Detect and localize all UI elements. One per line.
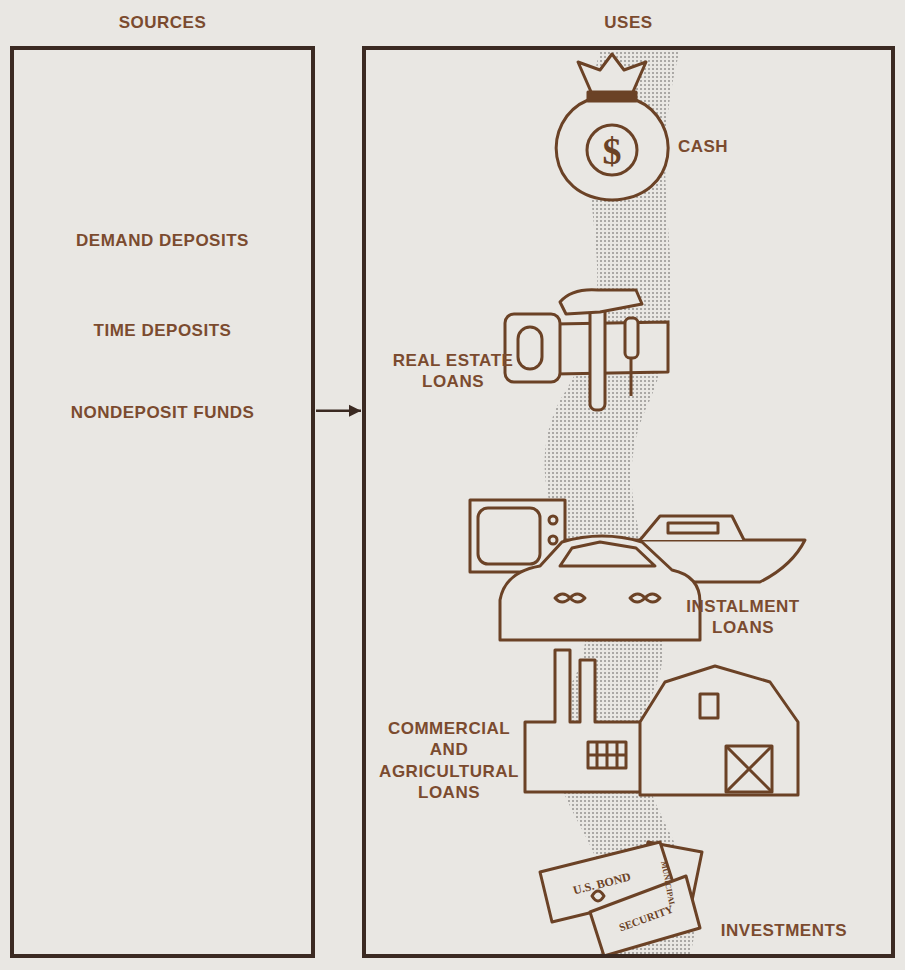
bag-top [578, 54, 646, 94]
barn [640, 666, 798, 795]
tv-screen [478, 508, 540, 564]
barn-door [726, 746, 772, 792]
uses-box: USESCASHREAL ESTATE LOANSINSTALMENT LOAN… [362, 46, 895, 958]
saw-hole [518, 327, 542, 369]
boat-cabin [640, 516, 744, 540]
use-item: COMMERCIAL AND AGRICULTURAL LOANS [374, 718, 524, 803]
barn-loft [700, 694, 718, 718]
tools [505, 290, 668, 410]
barn-door-cross [726, 746, 772, 792]
bag-body [556, 100, 668, 200]
hammer-head [560, 290, 642, 314]
car-wheel [555, 594, 585, 602]
arrow-line [316, 410, 361, 413]
factory [525, 650, 650, 792]
buildings [525, 650, 798, 795]
illustration-label: MUNICIPAL [659, 860, 677, 907]
factory-window [588, 742, 626, 768]
illustration-label: $ [603, 129, 622, 173]
box-heading: SOURCES [14, 12, 311, 33]
saw-blade [555, 322, 668, 374]
saw-handle [505, 314, 560, 382]
securities [540, 842, 702, 956]
source-item: NONDEPOSIT FUNDS [14, 402, 311, 423]
source-item: DEMAND DEPOSITS [14, 230, 311, 251]
use-item: INVESTMENTS [684, 920, 884, 941]
use-item: CASH [648, 136, 758, 157]
arrow-head [349, 405, 361, 417]
window-grid [588, 742, 626, 768]
tv-knob [549, 516, 557, 524]
bag-tie [588, 92, 636, 101]
screwdriver-shaft [630, 358, 633, 396]
car-window [560, 542, 655, 566]
tv-knob [549, 536, 557, 544]
source-item: TIME DEPOSITS [14, 320, 311, 341]
stipple-band [545, 50, 696, 955]
box-heading: USES [366, 12, 891, 33]
sources-box: SOURCESDEMAND DEPOSITSTIME DEPOSITSNONDE… [10, 46, 315, 958]
use-item: INSTALMENT LOANS [678, 596, 808, 639]
car-body [500, 536, 700, 640]
flow-arrow [316, 405, 361, 417]
dollar-circle [587, 125, 637, 175]
money-bag [556, 54, 668, 200]
hammer-handle [590, 298, 605, 410]
illustration-label: U.S. BOND [572, 870, 633, 899]
screwdriver-handle [625, 318, 638, 358]
car-wheel [630, 594, 660, 602]
illustration-label: SECURITY [617, 903, 675, 934]
use-item: REAL ESTATE LOANS [378, 350, 528, 393]
boat-window [668, 523, 718, 533]
